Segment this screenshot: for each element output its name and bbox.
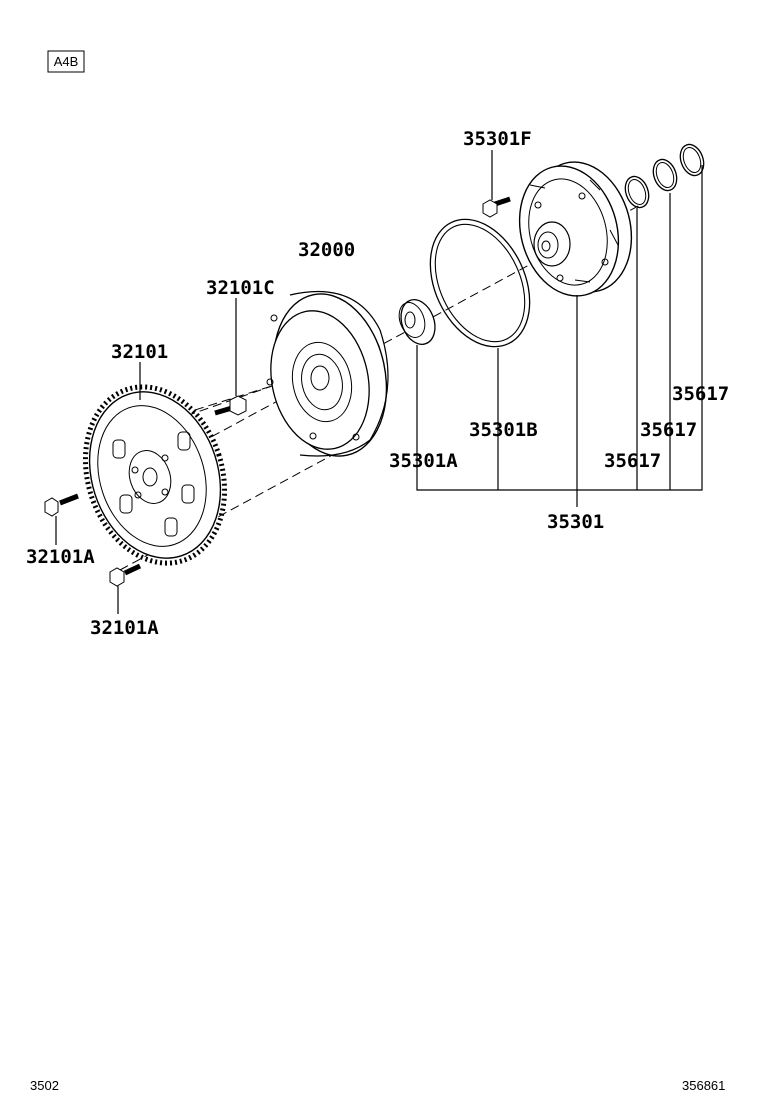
label-32101C: 32101C bbox=[206, 277, 275, 299]
label-35617-middle: 35617 bbox=[640, 419, 697, 441]
label-32000: 32000 bbox=[298, 239, 355, 261]
model-badge: A4B bbox=[47, 50, 85, 73]
footer-left-code: 3502 bbox=[30, 1078, 59, 1093]
drive-plate-bolt-lower[interactable] bbox=[109, 563, 142, 587]
seal-ring-1[interactable] bbox=[621, 173, 653, 211]
seal-ring-2[interactable] bbox=[649, 156, 681, 194]
torque-converter[interactable] bbox=[258, 283, 400, 466]
footer-right-code: 356861 bbox=[682, 1078, 725, 1093]
label-35617-lower: 35617 bbox=[604, 450, 661, 472]
model-badge-text: A4B bbox=[54, 54, 79, 69]
oil-pump-oil-seal[interactable] bbox=[395, 295, 441, 349]
label-32101A-lower: 32101A bbox=[90, 617, 159, 639]
label-32101A-upper: 32101A bbox=[26, 546, 95, 568]
drive-plate-bolt-upper[interactable] bbox=[44, 493, 79, 517]
oil-pump-o-ring[interactable] bbox=[411, 203, 549, 362]
torque-converter-bolt[interactable] bbox=[214, 395, 247, 416]
oil-pump-assembly[interactable] bbox=[506, 151, 646, 307]
label-35301F: 35301F bbox=[463, 128, 532, 150]
drive-plate-ring-gear[interactable] bbox=[63, 369, 246, 582]
label-32101: 32101 bbox=[111, 341, 168, 363]
oil-pump-bolt[interactable] bbox=[482, 196, 511, 218]
part-labels: 35301F 32000 32101C 32101 35617 35617 35… bbox=[26, 128, 729, 639]
seal-ring-3[interactable] bbox=[676, 141, 708, 179]
leader-lines bbox=[55, 150, 703, 614]
label-35301A: 35301A bbox=[389, 450, 458, 472]
label-35301: 35301 bbox=[547, 511, 604, 533]
label-35301B: 35301B bbox=[469, 419, 538, 441]
label-35617-upper: 35617 bbox=[672, 383, 729, 405]
